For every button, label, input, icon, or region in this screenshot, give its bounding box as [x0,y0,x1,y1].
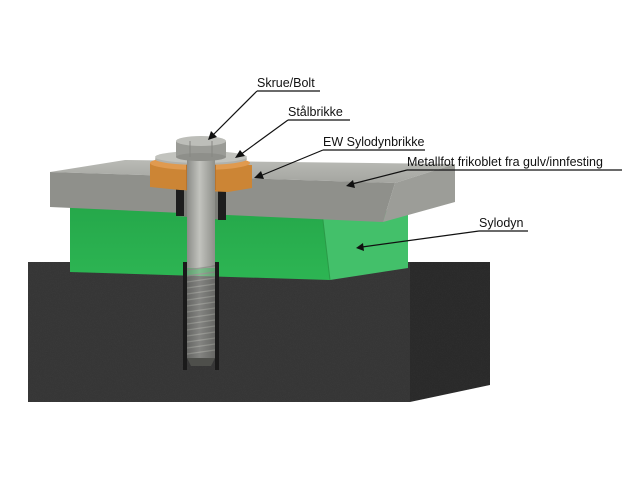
label-screw-bolt: Skrue/Bolt [257,76,315,90]
bolt-shank [187,150,215,268]
label-ew-sylodyn-washer: EW Sylodynbrikke [323,135,425,149]
label-steel-washer: Stålbrikke [288,105,343,119]
concrete-base-side [410,262,490,402]
callouts [208,90,622,251]
label-sylodyn: Sylodyn [479,216,524,230]
bolt-head [176,136,226,161]
callout-steel-washer [235,119,350,158]
bolt-tip [187,358,215,366]
metal-foot-plate-side [383,164,455,222]
label-metal-foot: Metallfot frikoblet fra gulv/innfesting [407,155,603,169]
concrete-base [28,262,490,402]
callout-screw [208,90,320,140]
callout-ew-washer [254,149,425,179]
bolt [183,150,219,370]
sylodyn-pad-side [322,210,408,280]
callout-metal-foot [346,169,622,188]
callout-sylodyn [356,230,528,251]
